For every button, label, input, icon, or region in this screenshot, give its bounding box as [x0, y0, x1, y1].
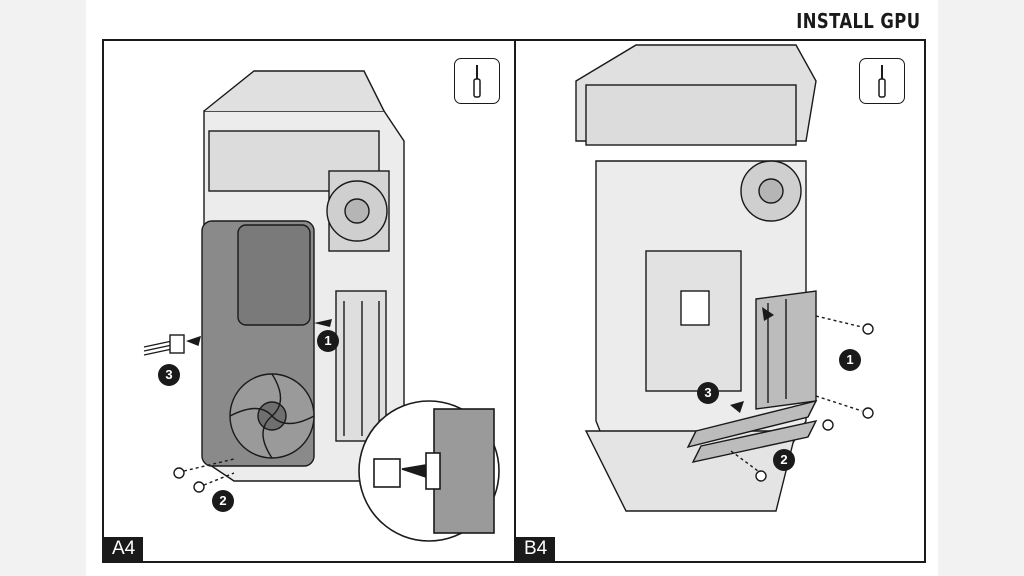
pc-case-open-drawing — [575, 44, 817, 512]
panel-a4-illustration — [143, 70, 500, 542]
step-1-badge: 1 — [317, 330, 339, 352]
step-2-badge: 2 — [212, 490, 234, 512]
screwdriver-icon — [878, 65, 886, 98]
gpu-card-drawing — [201, 220, 315, 467]
screwdriver-tool-box — [454, 58, 500, 104]
panel-b4-illustration — [575, 44, 874, 512]
page-title: INSTALL GPU — [795, 9, 920, 33]
step-1-badge-b4: 1 — [839, 349, 861, 371]
screws-b4-drawing — [730, 315, 874, 482]
step-3-badge-b4: 3 — [697, 382, 719, 404]
power-cable-drawing — [143, 334, 201, 356]
screwdriver-tool-box-b4 — [859, 58, 905, 104]
insert-arrow — [314, 319, 332, 327]
riser-bracket-drawing — [686, 290, 818, 463]
step-2-badge-b4: 2 — [773, 449, 795, 471]
panel-label-a4: A4 — [104, 537, 144, 561]
panel-divider — [514, 39, 516, 563]
zoom-detail-drawing — [358, 400, 500, 542]
step-3-badge: 3 — [158, 364, 180, 386]
screwdriver-icon — [473, 65, 481, 98]
remove-arrow-3 — [730, 401, 744, 413]
remove-arrow-1 — [762, 307, 774, 321]
screws-drawing — [173, 458, 235, 493]
panel-label-b4: B4 — [516, 537, 556, 561]
